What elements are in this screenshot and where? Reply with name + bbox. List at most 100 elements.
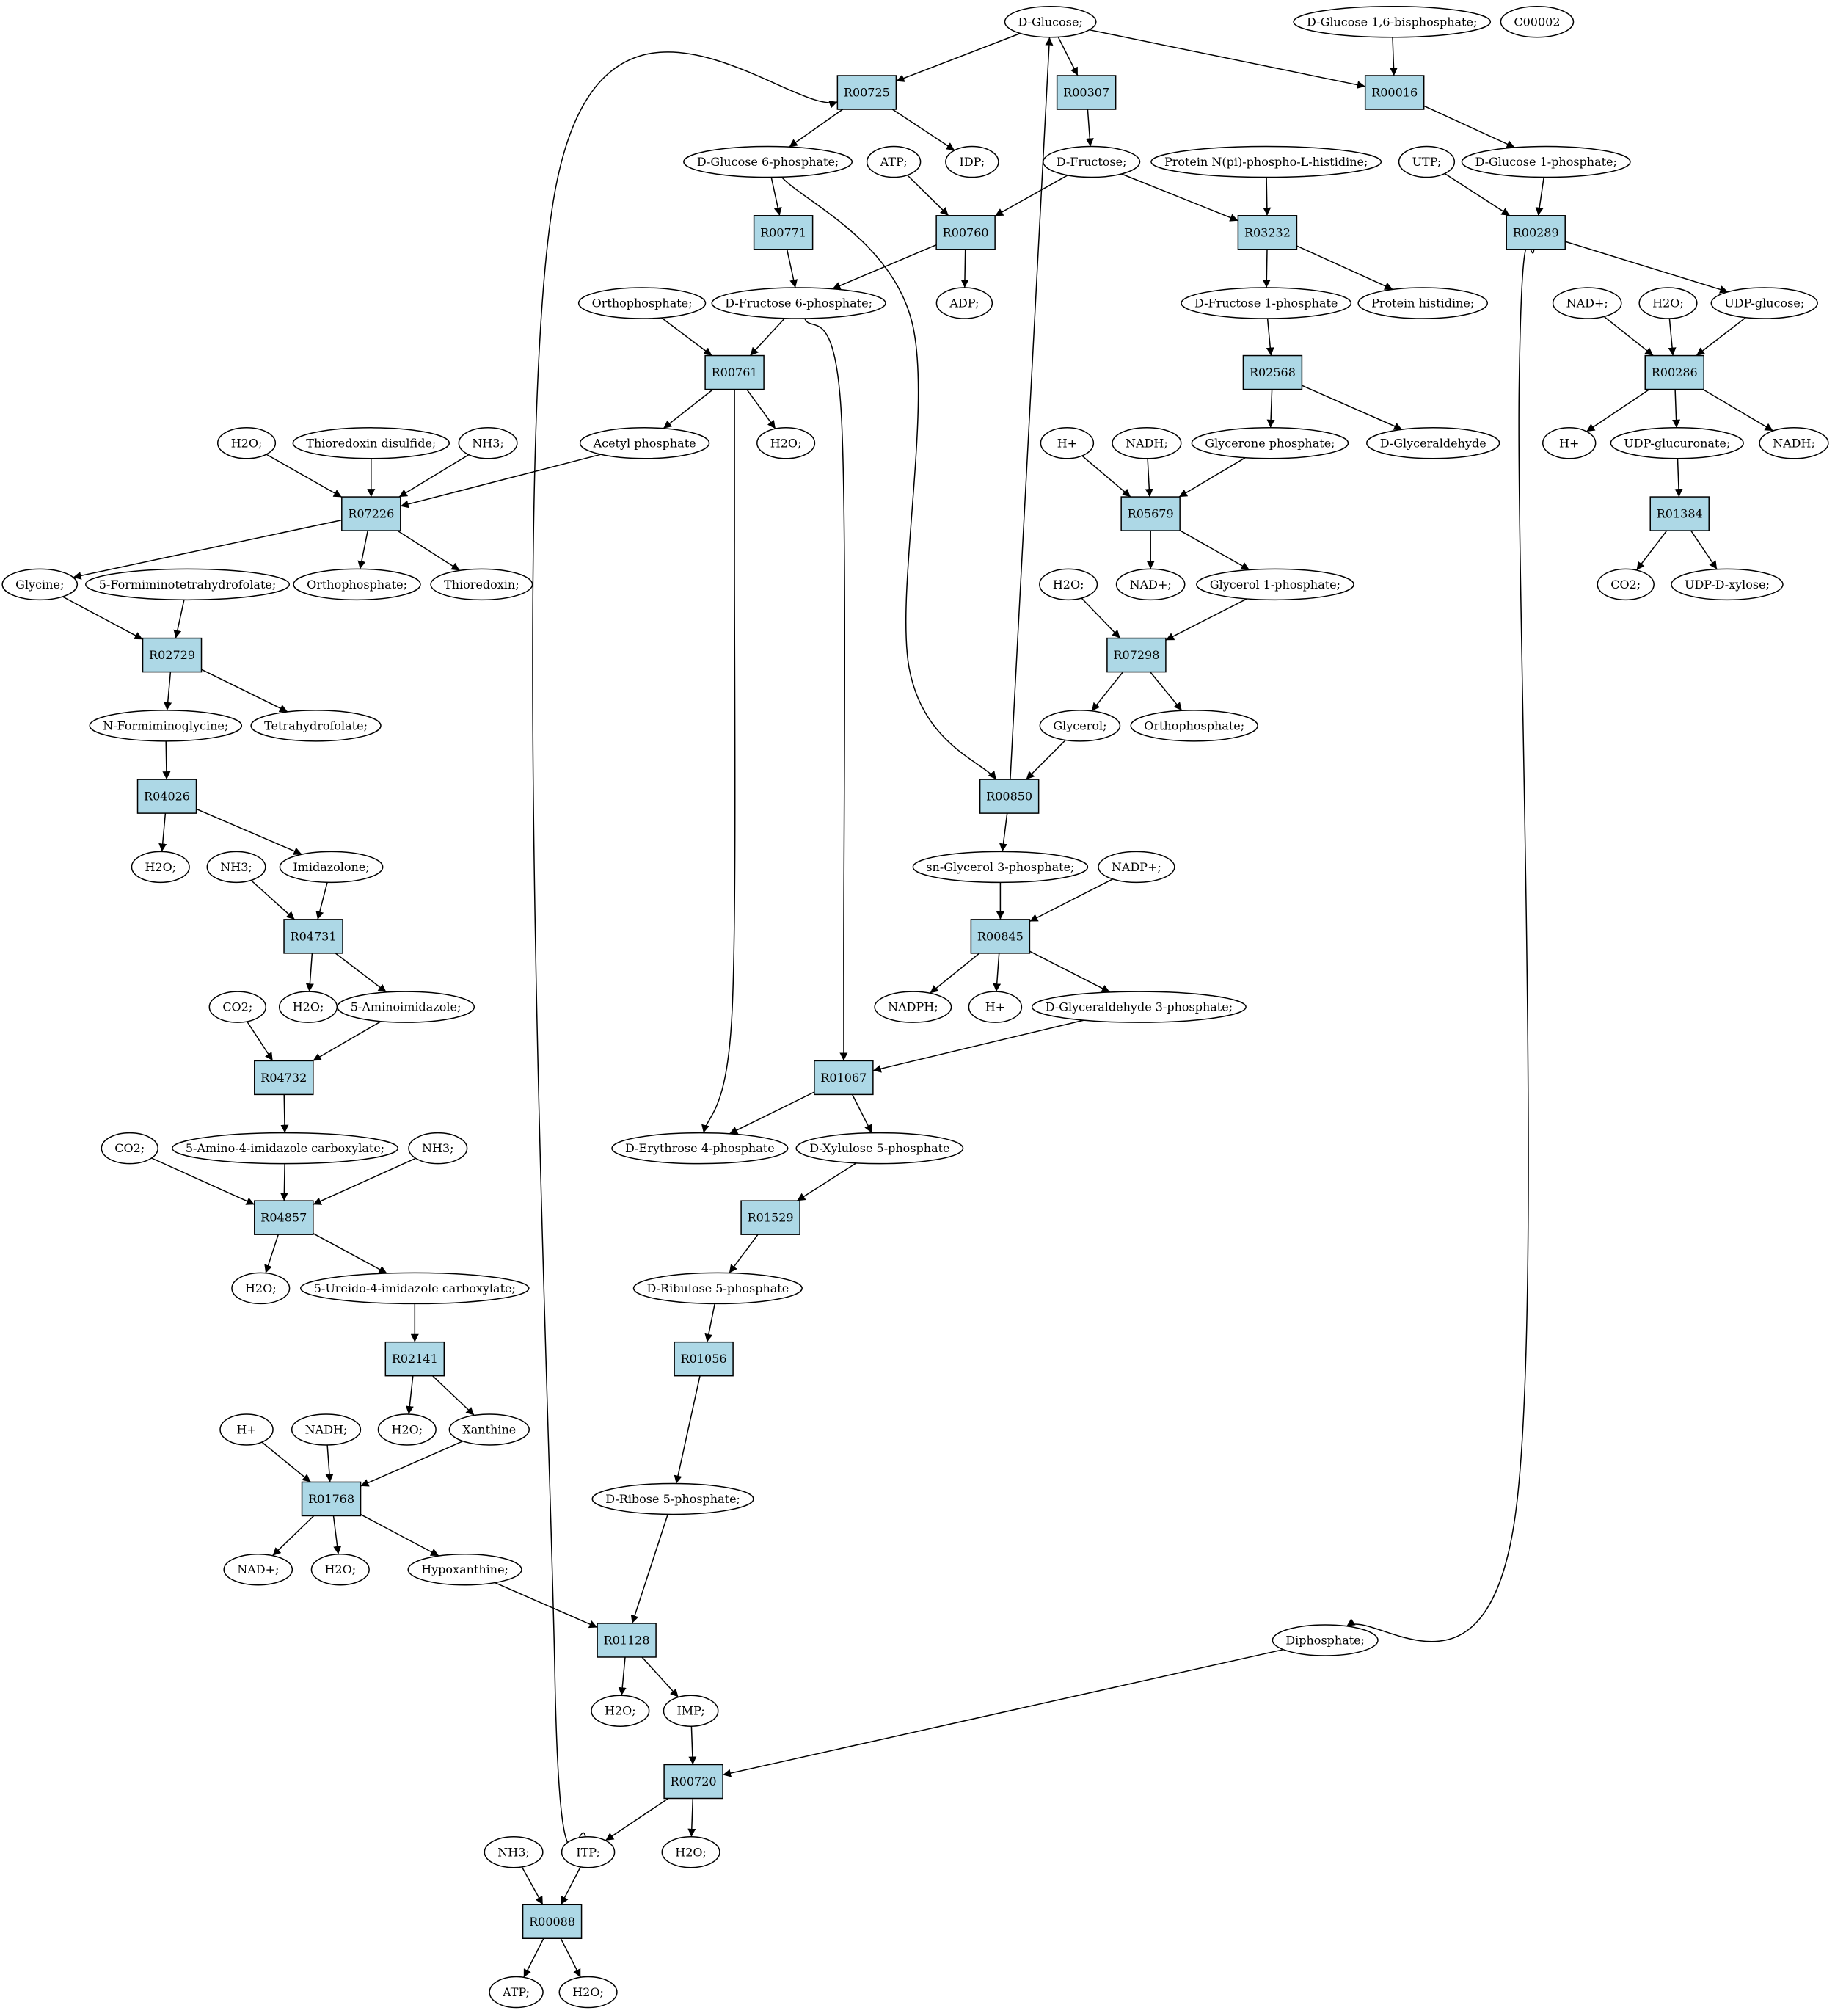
compound-label: UDP-glucuronate; (1624, 436, 1730, 450)
compound-udp-glucose: UDP-glucose; (1710, 287, 1818, 319)
compound-xanthine: Xanthine (448, 1413, 530, 1446)
compound-label: Orthophosphate; (592, 296, 693, 310)
reaction-r00289: R00289 (1506, 215, 1566, 250)
compound-udp-d-xylose: UDP-D-xylose; (1671, 568, 1784, 601)
compound-ellipse (968, 991, 1023, 1023)
reaction-r00307: R00307 (1056, 75, 1117, 110)
reaction-label: R00286 (1652, 365, 1698, 379)
edge-r00286-to-hplus-r286 (1586, 388, 1650, 432)
compound-label: Acetyl phosphate (593, 436, 696, 450)
compound-label: 5-Ureido-4-imidazole carboxylate; (314, 1281, 516, 1295)
compound-h: H+ (968, 991, 1023, 1023)
compound-5-aminoimidazole: 5-Aminoimidazole; (337, 991, 475, 1023)
edge-h2o-r226-to-r07226 (266, 454, 343, 498)
reaction-label: R04732 (260, 1071, 307, 1085)
reaction-box (979, 779, 1040, 814)
compound-label: Protein N(pi)-phospho-L-histidine; (1164, 155, 1368, 169)
compound-ellipse (1098, 851, 1175, 884)
reaction-r00720: R00720 (663, 1764, 723, 1800)
reaction-box (254, 1060, 314, 1096)
reaction-r07298: R07298 (1106, 637, 1167, 673)
compound-nadh: NADH; (1759, 427, 1829, 459)
compound-label: D-Fructose 1-phosphate (1194, 296, 1338, 310)
compound-orthophosphate: Orthophosphate; (577, 287, 707, 319)
compound-label: Glycerone phosphate; (1205, 436, 1335, 450)
compound-glycerol-1-phosphate: Glycerol 1-phosphate; (1196, 568, 1354, 601)
edge-xanthine-to-r01768 (360, 1441, 464, 1487)
compound-ellipse (489, 1976, 544, 2009)
compound-d-fructose: D-Fructose; (1043, 145, 1141, 178)
edge-r01128-to-imp (641, 1656, 679, 1698)
compound-label: Thioredoxin; (444, 578, 519, 592)
edge-nh3-r857-to-r04857 (313, 1157, 416, 1205)
compound-ellipse (1597, 568, 1655, 601)
compound-label: H2O; (675, 1845, 707, 1859)
reaction-r02568: R02568 (1242, 354, 1303, 390)
compound-label: H2O; (572, 1985, 604, 1999)
compound-atp: ATP; (489, 1976, 544, 2009)
edge-r00845-to-nadph (930, 953, 980, 994)
edge-x5p-to-r01529 (796, 1162, 857, 1201)
compound-label: D-Erythrose 4-phosphate (625, 1141, 775, 1155)
reaction-r01128: R01128 (597, 1623, 657, 1658)
compound-label: ADP; (949, 296, 979, 310)
compound-thioredoxin: Thioredoxin; (430, 568, 533, 601)
compound-glycine: Glycine; (1, 568, 79, 601)
edge-glycerol-to-r00850 (1026, 739, 1066, 780)
compound-ellipse (1357, 287, 1489, 319)
reaction-r07226: R07226 (341, 496, 401, 531)
edge-r07226-to-glycine (73, 519, 342, 580)
edge-r01768-to-hypox (360, 1513, 439, 1557)
compound-h2o: H2O; (661, 1836, 720, 1868)
compound-ellipse (293, 568, 421, 601)
reaction-box (1506, 215, 1566, 250)
edge-r00289-to-diphos (1346, 245, 1535, 1642)
compound-idp: IDP; (945, 145, 999, 178)
edge-r02141-to-xanthine (432, 1375, 475, 1416)
compound-5-formiminotetrahydrofolate: 5-Formiminotetrahydrofolate; (85, 568, 291, 601)
reaction-box (1364, 75, 1425, 110)
compound-h2o: H2O; (377, 1413, 437, 1446)
compound-adp: ADP; (935, 287, 993, 319)
compound-ellipse (310, 1553, 370, 1586)
edge-r01067-to-x5p (851, 1094, 872, 1134)
compound-label: UTP; (1412, 155, 1442, 169)
edge-r02568-to-glyald (1302, 385, 1403, 430)
compound-nh3: NH3; (408, 1132, 468, 1165)
reaction-label: R00761 (712, 365, 758, 379)
compound-ellipse (299, 1272, 530, 1305)
reaction-box (341, 496, 401, 531)
compound-label: NH3; (422, 1141, 454, 1155)
compound-ellipse (292, 427, 450, 459)
compound-ellipse (430, 568, 533, 601)
compound-label: D-Ribose 5-phosphate; (605, 1492, 740, 1506)
reaction-box (674, 1341, 734, 1377)
compound-label: Tetrahydrofolate; (264, 718, 368, 732)
compound-d-ribose-5-phosphate: D-Ribose 5-phosphate; (591, 1482, 754, 1515)
compound-ellipse (484, 1836, 544, 1868)
compound-ellipse (756, 427, 816, 459)
reaction-box (753, 215, 814, 250)
edge-glucose-to-r00307 (1057, 37, 1079, 76)
edge-nadh-r679-to-r05679 (1145, 458, 1153, 498)
reaction-box (740, 1200, 800, 1235)
compound-ellipse (85, 568, 291, 601)
compound-ellipse (1112, 427, 1182, 459)
compound-d-glucose-1-phosphate: D-Glucose 1-phosphate; (1461, 145, 1631, 178)
reaction-box (935, 215, 996, 250)
compound-co2: CO2; (208, 991, 267, 1023)
edge-r00088-to-atp2 (523, 1937, 544, 1978)
edge-r00720-to-itp (605, 1797, 669, 1841)
edge-nadh-r768-to-r01768 (325, 1444, 334, 1482)
reaction-r01056: R01056 (674, 1341, 734, 1377)
compound-d-glyceraldehyde-3-phosphate: D-Glyceraldehyde 3-phosphate; (1031, 991, 1247, 1023)
compound-label: NH3; (472, 436, 504, 450)
edge-glucose-to-r00725 (896, 32, 1021, 82)
compound-ellipse (1004, 6, 1097, 38)
edge-r00286-to-udpgluc (1672, 389, 1681, 428)
edge-r04732-to-aicarb (280, 1094, 289, 1133)
compound-ellipse (448, 1413, 530, 1446)
compound-label: NADP+; (1112, 860, 1161, 874)
edge-g16bp-to-r00016 (1390, 37, 1398, 76)
